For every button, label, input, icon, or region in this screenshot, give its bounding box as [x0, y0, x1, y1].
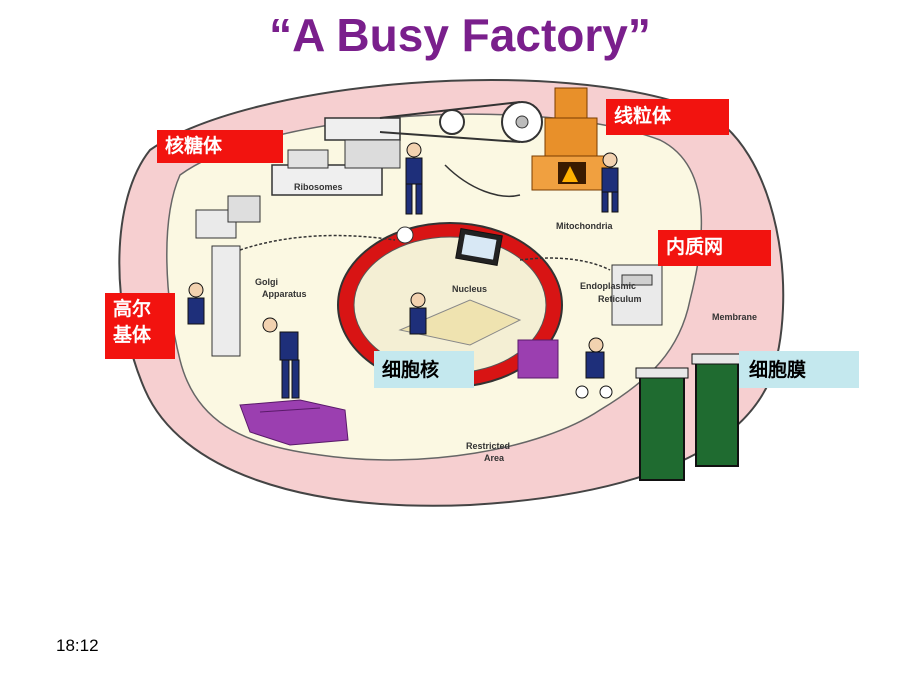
furnace-icon	[531, 87, 613, 191]
callout-golgi-line1: 高尔	[113, 298, 152, 320]
slide-time: 18:12	[56, 636, 99, 655]
callout-ribosome: 核糖体	[157, 130, 283, 163]
worker-figure-icon	[262, 317, 300, 399]
restricted-area-label-line1: Restricted	[466, 441, 510, 451]
worker-figure-icon	[409, 292, 427, 335]
worker-figure-icon	[405, 142, 423, 215]
callout-cell-membrane: 细胞膜	[739, 351, 859, 388]
callout-golgi-line2: 基体	[113, 324, 152, 346]
ribosome-machine-icon	[271, 101, 521, 196]
restricted-area-label-line2: Area	[484, 453, 505, 463]
cable-line	[239, 234, 396, 251]
callout-mitochondrion: 线粒体	[606, 99, 729, 135]
exit-door-icon	[635, 367, 689, 481]
er-shelf-icon	[611, 264, 663, 326]
worker-figure-icon	[187, 282, 205, 325]
callout-golgi-apparatus: 高尔 基体	[105, 293, 175, 359]
er-label-line2: Reticulum	[598, 294, 642, 304]
mitochondria-label: Mitochondria	[556, 221, 613, 231]
worker-figure-icon	[601, 152, 619, 213]
membrane-label: Membrane	[712, 312, 757, 322]
callout-endoplasmic-reticulum: 内质网	[658, 230, 771, 266]
purple-crate-icon	[517, 339, 559, 379]
golgi-boxes-icon	[195, 195, 261, 357]
pulley-wheel-icon	[501, 101, 543, 143]
golgi-label-line2: Apparatus	[262, 289, 307, 299]
purple-crate-icon	[239, 399, 349, 446]
ribosomes-label: Ribosomes	[294, 182, 343, 192]
golgi-label-line1: Golgi	[255, 277, 278, 287]
worker-figure-icon	[575, 337, 613, 399]
cable-line	[519, 257, 611, 271]
cable-line	[444, 164, 521, 197]
exit-door-icon	[691, 353, 743, 467]
er-label-line1: Endoplasmic	[580, 281, 636, 291]
slide-title: “A Busy Factory”	[269, 9, 651, 61]
nucleus-label: Nucleus	[452, 284, 487, 294]
callout-nucleus: 细胞核	[374, 351, 474, 388]
